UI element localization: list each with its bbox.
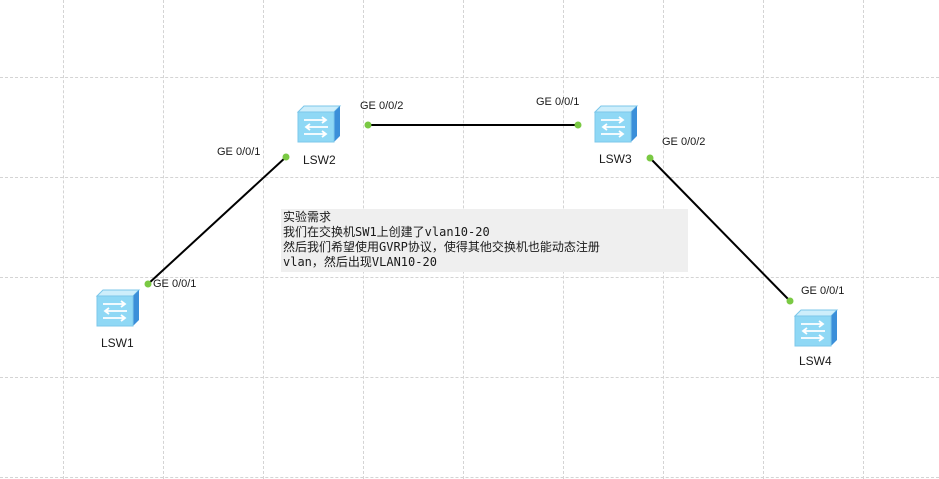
note-line: 然后我们希望使用GVRP协议，使得其他交换机也能动态注册 xyxy=(283,240,600,254)
switch-icon xyxy=(296,105,342,143)
link-lsw1-lsw2[interactable] xyxy=(147,156,287,285)
note-line: vlan，然后出现VLAN10-20 xyxy=(283,255,437,269)
grid-line xyxy=(0,477,939,478)
port-label: GE 0/0/1 xyxy=(801,285,845,297)
note-line: 实验需求 xyxy=(283,210,332,224)
device-label-lsw2: LSW2 xyxy=(303,153,336,167)
grid-line xyxy=(763,0,764,479)
port-label: GE 0/0/1 xyxy=(536,96,580,108)
switch-lsw4[interactable] xyxy=(793,308,839,348)
port-label: GE 0/0/1 xyxy=(217,146,261,158)
port-label: GE 0/0/1 xyxy=(153,278,197,290)
switch-icon xyxy=(593,105,639,143)
device-label-lsw4: LSW4 xyxy=(799,354,832,368)
grid-line xyxy=(0,77,939,78)
port-dot[interactable] xyxy=(574,121,582,129)
grid-line xyxy=(263,0,264,479)
port-dot[interactable] xyxy=(282,153,290,161)
port-dot[interactable] xyxy=(786,297,794,305)
port-dot[interactable] xyxy=(144,280,152,288)
note-line: 我们在交换机SW1上创建了vlan10-20 xyxy=(283,225,490,239)
port-label: GE 0/0/2 xyxy=(662,136,706,148)
device-label-lsw3: LSW3 xyxy=(599,152,632,166)
requirement-note[interactable]: 实验需求 我们在交换机SW1上创建了vlan10-20 然后我们希望使用GVRP… xyxy=(281,209,688,272)
port-dot[interactable] xyxy=(364,121,372,129)
grid-line xyxy=(0,277,939,278)
port-dot[interactable] xyxy=(646,154,654,162)
link-lsw3-lsw4[interactable] xyxy=(649,157,791,302)
switch-icon xyxy=(793,309,839,347)
grid-line xyxy=(863,0,864,479)
grid-line xyxy=(0,177,939,178)
switch-lsw3[interactable] xyxy=(593,104,639,144)
device-label-lsw1: LSW1 xyxy=(101,336,134,350)
switch-icon xyxy=(95,289,141,327)
grid-line xyxy=(0,377,939,378)
port-label: GE 0/0/2 xyxy=(360,100,404,112)
grid-line xyxy=(63,0,64,479)
switch-lsw2[interactable] xyxy=(296,104,342,144)
grid-line xyxy=(163,0,164,479)
switch-lsw1[interactable] xyxy=(95,288,141,328)
